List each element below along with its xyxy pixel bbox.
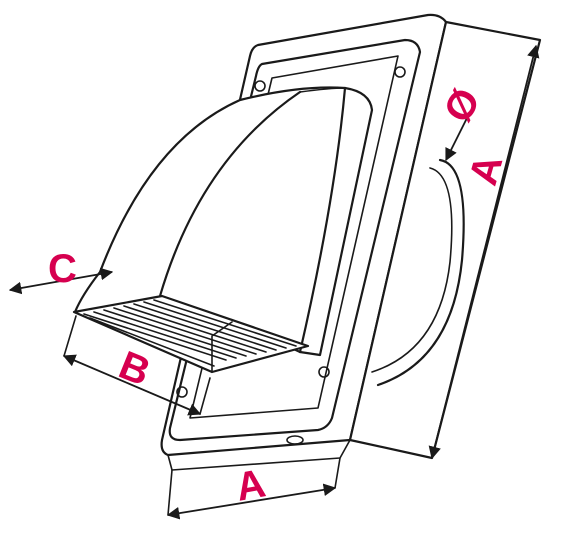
dimension-a-side-line — [428, 44, 540, 460]
dimension-a-bottom-line — [166, 483, 337, 520]
screw-hole-top-left — [254, 80, 266, 92]
dimension-diameter-line — [445, 111, 471, 162]
drain-hole — [286, 435, 304, 445]
dimension-c-line — [8, 267, 114, 295]
label-b: B — [113, 343, 156, 395]
dimension-b-line — [62, 354, 202, 416]
label-a-bottom: A — [233, 461, 269, 509]
label-c: C — [48, 247, 77, 291]
louvre-grille — [72, 294, 310, 374]
dimension-labels: C B A A Ø — [48, 81, 511, 510]
screw-hole-bottom-right — [318, 366, 330, 378]
screw-hole-top-right — [394, 66, 406, 78]
dimension-lines — [8, 44, 540, 520]
